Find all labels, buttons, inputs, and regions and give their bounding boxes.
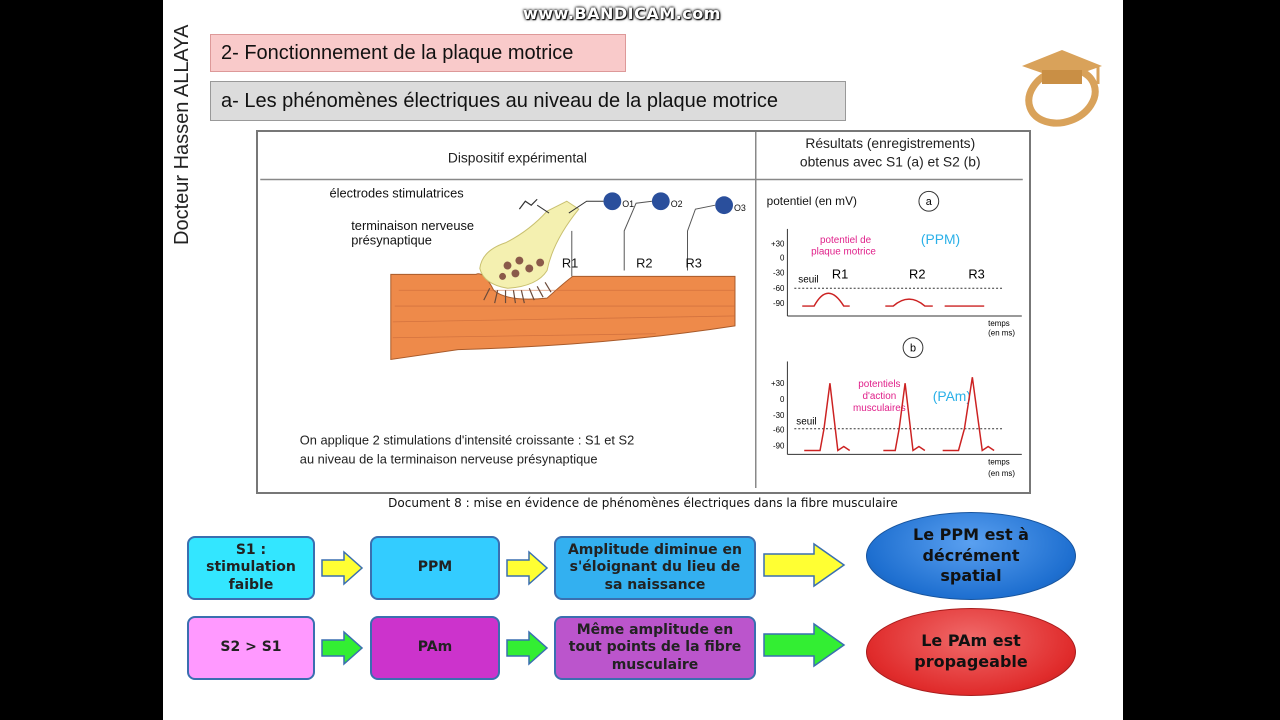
junctional-folds (483, 282, 552, 304)
label-electrodes: électrodes stimulatrices (329, 185, 463, 200)
y-tick: -90 (773, 299, 785, 308)
description-line2: au niveau de la terminaison nerveuse pré… (300, 451, 598, 466)
row1-result-line2: décrément (922, 545, 1020, 565)
trace-b-r1 (804, 383, 851, 452)
description-line1: On applique 2 stimulations d'intensité c… (300, 433, 634, 448)
label-termination-2: présynaptique (351, 233, 432, 248)
row1-stimulus-box: S1 : stimulation faible (187, 536, 315, 600)
graph-a-tag: (PPM) (921, 231, 960, 247)
electrode-label: O2 (671, 199, 683, 209)
row1-box1-line3: faible (228, 576, 274, 593)
section-title: 2- Fonctionnement de la plaque motrice (210, 34, 626, 72)
row1-result-line1: Le PPM est à (913, 524, 1029, 544)
row1-box1-line2: stimulation (206, 559, 296, 576)
row2-result-ellipse: Le PAm est propageable (866, 608, 1076, 696)
graph-b-annot1: potentiels (858, 379, 900, 390)
graph-b-tag: (PAm) (933, 388, 971, 404)
y-tick: +30 (771, 240, 785, 249)
right-header-line1: Résultats (enregistrements) (805, 135, 975, 151)
y-tick: -90 (773, 441, 785, 450)
row1-result-ellipse: Le PPM est à décrément spatial (866, 512, 1076, 600)
watermark: www.BANDICAM.com (523, 4, 721, 23)
trace-r1 (802, 292, 850, 307)
presynaptic-terminal (479, 200, 580, 289)
row1-box3-line2: s'éloignant du lieu de (569, 559, 741, 576)
graph-a-r2: R2 (909, 266, 925, 281)
row1-ppm-box: PPM (370, 536, 500, 600)
y-tick: -60 (773, 284, 785, 293)
row2-arrow-1 (321, 630, 364, 666)
slide: www.BANDICAM.com Docteur Hassen ALLAYA 2… (163, 0, 1123, 720)
row2-result-line2: propageable (914, 652, 1028, 671)
graph-a-xlabel2: (en ms) (988, 329, 1015, 338)
right-header-line2: obtenus avec S1 (a) et S2 (b) (800, 154, 981, 170)
author-label: Docteur Hassen ALLAYA (171, 24, 193, 246)
row1-box3-line3: sa naissance (604, 576, 706, 593)
y-tick: -30 (773, 411, 785, 420)
row1-box1-line1: S1 : (235, 541, 267, 558)
row1-box2-label: PPM (417, 559, 453, 576)
row1-arrow-1 (321, 550, 364, 586)
row2-box3-line2: tout points de la fibre (568, 639, 742, 656)
left-header: Dispositif expérimental (448, 150, 587, 166)
row2-arrow-3 (763, 622, 846, 668)
graph-a-annot1: potentiel de (820, 235, 872, 246)
electrode-label: O3 (734, 203, 746, 213)
trace-b-r3 (942, 377, 995, 452)
recorder-r2: R2 (636, 255, 652, 270)
graph-a-r1: R1 (832, 266, 848, 281)
row2-pam-box: PAm (370, 616, 500, 680)
graph-a-ylabel: potentiel (en mV) (767, 194, 857, 208)
graph-a-seuil: seuil (798, 274, 818, 285)
row2-box3-line3: musculaire (611, 656, 699, 673)
y-tick: -60 (773, 426, 785, 435)
trace-r2 (885, 298, 933, 307)
graph-b-seuil: seuil (796, 417, 816, 428)
electrode-label: O1 (622, 199, 634, 209)
y-tick: 0 (780, 395, 785, 404)
subsection-title: a- Les phénomènes électriques au niveau … (210, 81, 846, 121)
graph-a-annot2: plaque motrice (811, 247, 876, 258)
row1-arrow-3 (763, 542, 846, 588)
muscle-striations (392, 289, 735, 339)
graph-a-r3: R3 (968, 266, 984, 281)
recording-electrodes: O1 O2 O3 (568, 192, 746, 277)
row2-box1-label: S2 > S1 (220, 639, 282, 656)
row2-result-line1: Le PAm est (921, 631, 1021, 651)
figure-caption: Document 8 : mise en évidence de phénomè… (388, 496, 898, 510)
row2-box2-label: PAm (417, 639, 453, 656)
graph-b: b +30 0 -30 -60 -90 seuil potentiels d'a… (771, 337, 1022, 478)
experiment-figure: Dispositif expérimental Résultats (enreg… (256, 130, 1031, 494)
graph-b-marker: b (910, 343, 916, 355)
row1-arrow-2 (506, 550, 549, 586)
row1-result-line3: spatial (940, 566, 1002, 586)
graph-b-xlabel1: temps (988, 457, 1010, 466)
row2-amplitude-box: Même amplitude en tout points de la fibr… (554, 616, 756, 680)
y-tick: 0 (780, 254, 785, 263)
row1-amplitude-box: Amplitude diminue en s'éloignant du lieu… (554, 536, 756, 600)
graph-b-annot3: musculaires (853, 403, 906, 414)
graph-b-annot2: d'action (863, 391, 897, 402)
row2-arrow-2 (506, 630, 549, 666)
y-tick: +30 (771, 379, 785, 388)
recorder-r3: R3 (686, 255, 702, 270)
graph-b-xlabel2: (en ms) (988, 469, 1015, 478)
y-tick: -30 (773, 268, 785, 277)
vesicles (499, 256, 545, 280)
graph-a-marker: a (926, 196, 933, 208)
graph-a: potentiel (en mV) a +30 0 -30 -60 -90 se… (767, 190, 1022, 338)
recorder-r1: R1 (562, 255, 578, 270)
graduation-cap-icon (1022, 50, 1102, 127)
label-termination-1: terminaison nerveuse (351, 218, 474, 233)
row2-stimulus-box: S2 > S1 (187, 616, 315, 680)
row1-box3-line1: Amplitude diminue en (567, 541, 743, 558)
trace-b-r2 (883, 383, 926, 452)
row2-box3-line1: Même amplitude en (576, 621, 734, 638)
stimulator-icon (518, 198, 538, 210)
graph-a-xlabel1: temps (988, 319, 1010, 328)
